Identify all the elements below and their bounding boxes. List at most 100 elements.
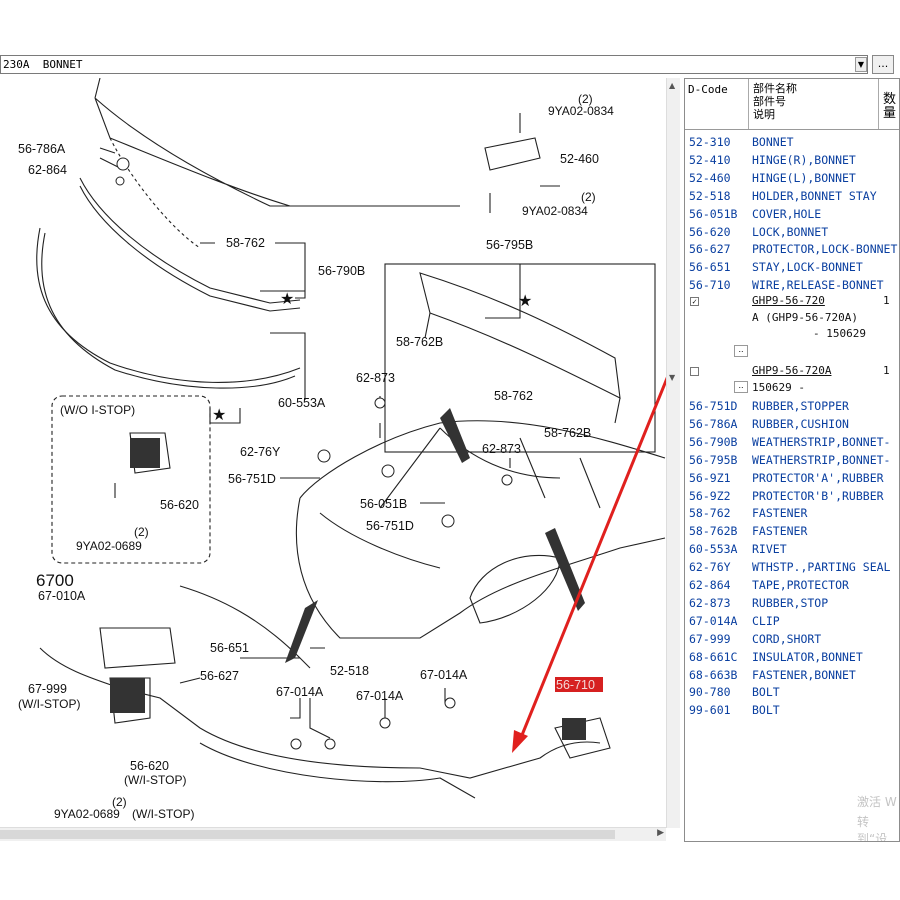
part-row[interactable]: 67-999 CORD,SHORT: [685, 630, 899, 648]
part-name[interactable]: LOCK,BONNET: [752, 224, 829, 239]
group-title-field[interactable]: 230A BONNET: [0, 55, 868, 74]
part-name[interactable]: CLIP: [752, 613, 780, 628]
callout-56-710-selected[interactable]: 56-710: [556, 678, 595, 692]
checkbox[interactable]: [690, 367, 699, 376]
part-dcode[interactable]: 52-518: [689, 188, 731, 203]
part-name[interactable]: BOLT: [752, 703, 780, 718]
part-name[interactable]: HINGE(L),BONNET: [752, 170, 856, 185]
part-name[interactable]: TAPE,PROTECTOR: [752, 578, 849, 592]
part-dcode[interactable]: 56-795B: [689, 452, 738, 467]
chevron-down-icon[interactable]: ▼: [855, 57, 867, 72]
scroll-right-icon[interactable]: ▶: [657, 828, 664, 838]
browse-button[interactable]: ...: [872, 55, 894, 74]
part-row[interactable]: 62-873 RUBBER,STOP: [685, 594, 899, 612]
scroll-thumb[interactable]: [0, 830, 615, 839]
part-row[interactable]: 58-762 FASTENER: [685, 504, 899, 522]
column-header-names[interactable]: 部件名称 部件号 说明: [753, 82, 797, 121]
part-dcode[interactable]: 56-620: [689, 224, 731, 239]
part-name[interactable]: FASTENER,BONNET: [752, 667, 856, 682]
part-dcode[interactable]: 67-999: [689, 631, 731, 646]
part-dcode[interactable]: 56-786A: [689, 416, 738, 431]
part-dcode[interactable]: 56-651: [689, 260, 731, 275]
part-row[interactable]: 99-601 BOLT: [685, 701, 899, 719]
part-row[interactable]: 62-864 TAPE,PROTECTOR: [685, 576, 899, 594]
part-dcode[interactable]: 52-410: [689, 152, 731, 167]
part-number[interactable]: GHP9-56-720: [752, 294, 825, 307]
part-row[interactable]: 58-762B FASTENER: [685, 522, 899, 540]
part-dcode[interactable]: 62-873: [689, 595, 731, 610]
part-row[interactable]: 90-780 BOLT: [685, 683, 899, 701]
part-number[interactable]: GHP9-56-720A: [752, 364, 832, 377]
part-name[interactable]: WEATHERSTRIP,BONNET-: [752, 452, 891, 467]
diagram-horizontal-scrollbar[interactable]: ▶: [0, 827, 666, 841]
part-row[interactable]: 56-9Z2 PROTECTOR'B',RUBBER: [685, 487, 899, 505]
part-dcode[interactable]: 99-601: [689, 703, 731, 718]
part-dcode[interactable]: 56-627: [689, 242, 731, 257]
part-row[interactable]: 56-790B WEATHERSTRIP,BONNET-: [685, 433, 899, 451]
part-row[interactable]: 52-310 BONNET: [685, 133, 899, 151]
part-dcode[interactable]: 52-460: [689, 170, 731, 185]
part-dcode[interactable]: 56-9Z1: [689, 470, 731, 485]
part-dcode[interactable]: 68-663B: [689, 667, 738, 682]
part-name[interactable]: COVER,HOLE: [752, 206, 822, 221]
part-row[interactable]: 52-460 HINGE(L),BONNET: [685, 169, 899, 187]
part-dcode[interactable]: 90-780: [689, 685, 731, 700]
part-row[interactable]: 56-051B COVER,HOLE: [685, 205, 899, 223]
part-row[interactable]: 62-76Y WTHSTP.,PARTING SEAL: [685, 558, 899, 576]
expand-button[interactable]: ..: [734, 381, 748, 393]
part-name[interactable]: PROTECTOR'A',RUBBER: [752, 470, 884, 485]
part-row[interactable]: 56-651 STAY,LOCK-BONNET: [685, 258, 899, 276]
part-dcode[interactable]: 56-710: [689, 278, 731, 293]
part-name[interactable]: STAY,LOCK-BONNET: [752, 260, 863, 275]
part-name[interactable]: RUBBER,STOPPER: [752, 399, 849, 413]
part-name[interactable]: INSULATOR,BONNET: [752, 649, 863, 664]
part-dcode[interactable]: 52-310: [689, 135, 731, 149]
column-header-dcode[interactable]: D-Code: [688, 83, 728, 96]
part-row[interactable]: 52-410 HINGE(R),BONNET: [685, 151, 899, 169]
part-name[interactable]: PROTECTOR,LOCK-BONNET: [752, 242, 898, 257]
scroll-up-icon[interactable]: ▲: [669, 81, 676, 90]
part-name[interactable]: PROTECTOR'B',RUBBER: [752, 488, 884, 503]
part-name[interactable]: BOLT: [752, 685, 780, 700]
part-row[interactable]: 60-553A RIVET: [685, 540, 899, 558]
part-row[interactable]: 56-627 PROTECTOR,LOCK-BONNET: [685, 240, 899, 258]
part-dcode[interactable]: 62-864: [689, 578, 731, 592]
column-divider[interactable]: [878, 79, 879, 129]
part-dcode[interactable]: 68-661C: [689, 649, 738, 664]
part-row[interactable]: 56-751D RUBBER,STOPPER: [685, 397, 899, 415]
part-name[interactable]: FASTENER: [752, 506, 808, 521]
part-name[interactable]: HINGE(R),BONNET: [752, 152, 856, 167]
scroll-down-icon[interactable]: ▼: [669, 373, 676, 382]
checkbox[interactable]: ✓: [690, 297, 699, 306]
diagram-vertical-scrollbar[interactable]: ▲ ▼: [666, 78, 680, 828]
part-row[interactable]: 68-661C INSULATOR,BONNET: [685, 648, 899, 666]
part-row[interactable]: 56-795B WEATHERSTRIP,BONNET-: [685, 451, 899, 469]
part-dcode[interactable]: 56-790B: [689, 434, 738, 449]
part-row[interactable]: 52-518 HOLDER,BONNET STAY: [685, 187, 899, 205]
part-dcode[interactable]: 58-762B: [689, 524, 738, 539]
part-dcode[interactable]: 62-76Y: [689, 560, 731, 575]
part-row[interactable]: 56-620 LOCK,BONNET: [685, 223, 899, 241]
part-name[interactable]: WEATHERSTRIP,BONNET-: [752, 434, 891, 449]
part-dcode[interactable]: 67-014A: [689, 613, 738, 628]
part-name[interactable]: FASTENER: [752, 524, 808, 539]
part-name[interactable]: HOLDER,BONNET STAY: [752, 188, 877, 203]
part-row[interactable]: 56-9Z1 PROTECTOR'A',RUBBER: [685, 469, 899, 487]
part-name[interactable]: RUBBER,STOP: [752, 595, 829, 610]
part-dcode[interactable]: 60-553A: [689, 542, 738, 557]
part-dcode[interactable]: 56-051B: [689, 206, 738, 221]
part-dcode[interactable]: 56-9Z2: [689, 488, 731, 503]
part-dcode[interactable]: 56-751D: [689, 399, 738, 413]
part-row[interactable]: 68-663B FASTENER,BONNET: [685, 666, 899, 684]
part-name[interactable]: RIVET: [752, 542, 787, 557]
part-name[interactable]: WIRE,RELEASE-BONNET: [752, 278, 884, 293]
part-name[interactable]: BONNET: [752, 135, 794, 149]
part-row[interactable]: 56-710 WIRE,RELEASE-BONNET: [685, 276, 899, 294]
part-name[interactable]: CORD,SHORT: [752, 631, 822, 646]
expand-button[interactable]: ..: [734, 345, 748, 357]
part-row[interactable]: 67-014A CLIP: [685, 612, 899, 630]
part-name[interactable]: WTHSTP.,PARTING SEAL: [752, 560, 891, 575]
column-divider[interactable]: [748, 79, 749, 129]
part-dcode[interactable]: 58-762: [689, 506, 731, 521]
